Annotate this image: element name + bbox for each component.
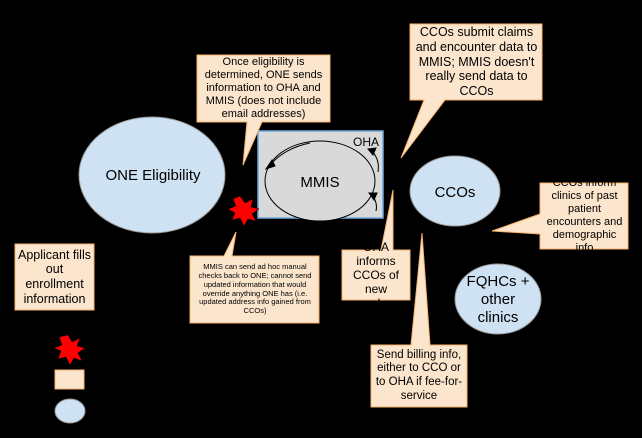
callout-cco-inform-text: CCOs inform clinics of past patient enco… <box>546 177 623 254</box>
legend-burst-icon <box>53 334 86 366</box>
legend-ellipse-icon <box>54 398 86 424</box>
callout-billing-shape <box>370 232 468 408</box>
callout-cco-inform-shape <box>491 182 629 250</box>
callout-eligibility-shape <box>196 54 331 166</box>
callout-mmis-adhoc-shape <box>189 231 320 324</box>
legend-callout-icon <box>54 369 85 390</box>
callout-mmis-adhoc-text: MMIS can send ad hoc manual checks back … <box>198 261 312 316</box>
oha-label: OHA <box>352 135 379 149</box>
ccos-label: CCOs <box>434 183 476 201</box>
oha-internal-arrows <box>264 142 379 212</box>
one-eligibility-ellipse <box>78 116 226 234</box>
burst-shape <box>227 195 260 227</box>
callout-eligibility-text: Once eligibility is determined, ONE send… <box>204 56 323 120</box>
one-eligibility-label: ONE Eligibility <box>105 166 201 184</box>
callout-oha-inform-shape <box>341 189 411 301</box>
callout-oha-inform-text: OHA informs CCOs of new members <box>350 239 401 311</box>
applicant-box <box>14 243 95 311</box>
mmis-label: MMIS <box>300 173 340 191</box>
fqhcs-ellipse <box>454 263 542 335</box>
callout-billing-text: Send billing info, either to CCO or to O… <box>375 348 463 402</box>
applicant-label: Applicant fills out enrollment informati… <box>18 247 91 306</box>
fqhcs-label: FQHCs + other clinics <box>466 273 530 326</box>
callout-cco-claims-shape <box>400 23 543 159</box>
callout-cco-claims-text: CCOs submit claims and encounter data to… <box>415 25 538 99</box>
mmis-ellipse <box>264 140 376 222</box>
ccos-ellipse <box>409 155 501 227</box>
